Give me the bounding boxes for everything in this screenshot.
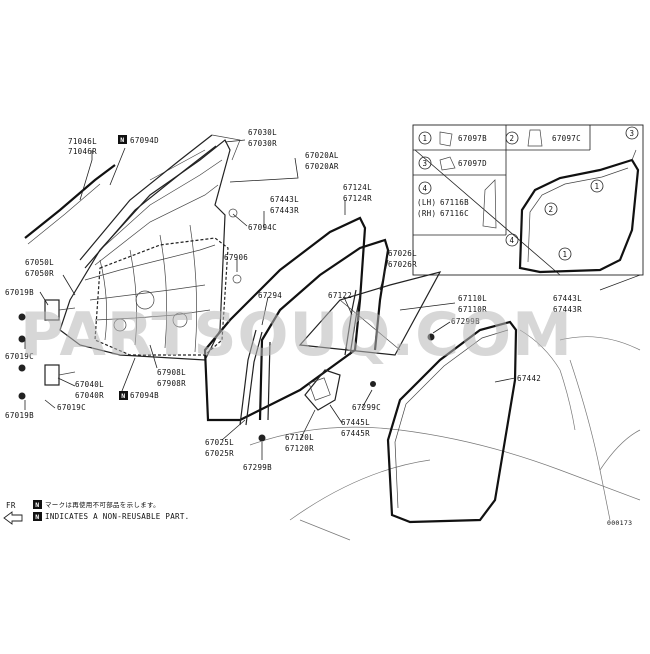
non-reusable-marker-icon — [119, 391, 128, 400]
label-67445R: 67445R — [341, 429, 370, 438]
motor-67445 — [304, 369, 341, 411]
part-labels: 71046L 71046R 67094D 67030L 67030R 67020… — [5, 128, 582, 472]
door-weatherstrip-67443 — [203, 216, 367, 422]
glass-run-67124 — [258, 238, 390, 421]
label-67020AL: 67020AL — [305, 151, 339, 160]
inset-rh-prefix: (RH) — [417, 209, 436, 218]
label-67908R: 67908R — [157, 379, 186, 388]
fr-arrow-icon — [3, 511, 23, 525]
label-67299B-right: 67299B — [451, 317, 480, 326]
label-67299B-bottom: 67299B — [243, 463, 272, 472]
label-67019B-top: 67019B — [5, 288, 34, 297]
inset-panel — [412, 124, 644, 276]
door-glass-67110 — [298, 271, 442, 356]
seal-callout-1b: 1 — [563, 250, 568, 259]
inset-part-67097B: 67097B — [458, 134, 487, 143]
inset-callout-1: 1 — [423, 134, 428, 143]
fasteners — [18, 208, 435, 442]
inset-callout-3: 3 — [423, 159, 428, 168]
label-67026R: 67026R — [388, 260, 417, 269]
n-marker-note-en: N — [35, 513, 39, 521]
label-67026L: 67026L — [388, 249, 417, 258]
label-67030R: 67030R — [248, 139, 277, 148]
label-67020AR: 67020AR — [305, 162, 339, 171]
inset-callout-4: 4 — [423, 184, 428, 193]
n-marker-67094D: N — [120, 136, 124, 144]
non-reusable-marker-icon — [33, 500, 42, 509]
regulator-67120 — [344, 289, 362, 356]
seal-callout-4: 4 — [510, 236, 515, 245]
label-67299C: 67299C — [352, 403, 381, 412]
inset-callout-2: 2 — [510, 134, 515, 143]
sealing-cover-67908 — [94, 237, 229, 356]
label-67030L: 67030L — [248, 128, 277, 137]
label-67443R-inset: 67443R — [553, 305, 582, 314]
label-67110R: 67110R — [458, 305, 487, 314]
inset-callouts — [418, 126, 639, 261]
inset-part-67097C: 67097C — [552, 134, 581, 143]
note-english: INDICATES A NON-REUSABLE PART. — [45, 512, 189, 521]
label-67040R: 67040R — [75, 391, 104, 400]
label-67294: 67294 — [258, 291, 282, 300]
label-67110L: 67110L — [458, 294, 487, 303]
inset-part-67116C: 67116C — [440, 209, 469, 218]
label-67442: 67442 — [517, 374, 541, 383]
diagram-code: 000173 — [607, 519, 632, 527]
label-67443L: 67443L — [270, 195, 299, 204]
watermark: PARTSOUQ.COM — [20, 300, 573, 370]
inset-part-67116B: 67116B — [440, 198, 469, 207]
hinges — [44, 299, 76, 386]
label-67025L: 67025L — [205, 438, 234, 447]
label-67019B-bottom: 67019B — [5, 411, 34, 420]
label-67122: 67122 — [328, 291, 352, 300]
label-67120L: 67120L — [285, 433, 314, 442]
window-frame-67020 — [79, 134, 241, 269]
label-67445L: 67445L — [341, 418, 370, 427]
label-67124L: 67124L — [343, 183, 372, 192]
label-67906: 67906 — [224, 253, 248, 262]
label-71046L: 71046L — [68, 137, 97, 146]
seal-callout-2: 2 — [549, 205, 554, 214]
vehicle-body-outline — [249, 329, 641, 541]
seal-callout-1a: 1 — [595, 182, 600, 191]
front-direction-indicator: FR — [3, 501, 23, 525]
label-67443L-inset: 67443L — [553, 294, 582, 303]
label-67120R: 67120R — [285, 444, 314, 453]
label-67019C-left: 67019C — [5, 352, 34, 361]
label-67124R: 67124R — [343, 194, 372, 203]
label-67019C-bottom: 67019C — [57, 403, 86, 412]
seal-callout-3: 3 — [630, 129, 635, 138]
inset-part-67097D: 67097D — [458, 159, 487, 168]
label-67025R: 67025R — [205, 449, 234, 458]
belt-moulding-71046 — [24, 164, 116, 245]
label-67040L: 67040L — [75, 380, 104, 389]
label-67094D: 67094D — [130, 136, 159, 145]
door-shell-67030 — [59, 139, 231, 361]
opening-weatherstrip-67442 — [386, 320, 518, 524]
label-67050L: 67050L — [25, 258, 54, 267]
label-67094C: 67094C — [248, 223, 277, 232]
label-67094B: 67094B — [130, 391, 159, 400]
inset-lh-prefix: (LH) — [417, 198, 436, 207]
fr-label: FR — [6, 501, 16, 510]
note-japanese: マークは再使用不可部品を示します。 — [45, 500, 160, 509]
label-67050R: 67050R — [25, 269, 54, 278]
n-marker-note-jp: N — [35, 501, 39, 509]
label-67443R: 67443R — [270, 206, 299, 215]
non-reusable-marker-icon — [33, 512, 42, 521]
inset-legend: 1 67097B 2 67097C 3 67097D 4 (LH) 67116B… — [417, 129, 634, 259]
n-marker-67094B: N — [121, 392, 125, 400]
leader-lines — [24, 139, 641, 460]
label-71046R: 71046R — [68, 147, 97, 156]
non-reusable-marker-icon — [118, 135, 127, 144]
label-67908L: 67908L — [157, 368, 186, 377]
sash-67025 — [239, 329, 263, 426]
